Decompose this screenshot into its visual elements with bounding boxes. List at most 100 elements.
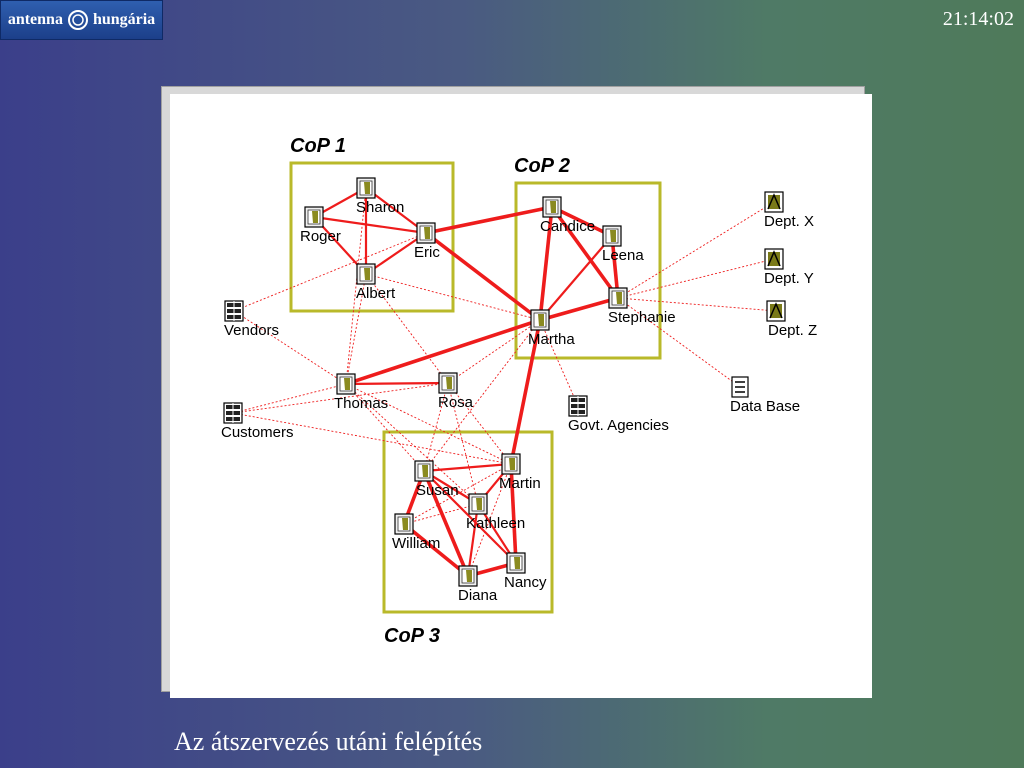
logo-swirl-icon [67, 10, 88, 30]
person-icon [416, 222, 436, 244]
node-label-database: Data Base [730, 398, 800, 415]
link-susan-nancy [423, 470, 517, 564]
node-deptz[interactable]: Dept. Z [766, 300, 817, 339]
link-eric-martha [424, 231, 542, 322]
link-stephanie-depty [617, 258, 775, 299]
node-susan[interactable]: Susan [414, 460, 459, 499]
database-icon [731, 376, 749, 398]
node-martin[interactable]: Martin [499, 453, 541, 492]
link-thomas-kathleen [345, 383, 479, 505]
node-martha[interactable]: Martha [528, 309, 575, 348]
group-box-g1 [289, 161, 455, 313]
person-icon [468, 493, 488, 515]
person-icon [542, 196, 562, 218]
node-label-deptz: Dept. Z [768, 322, 817, 339]
link-thomas-albert [345, 273, 367, 385]
logo-text-left: antenna [7, 11, 63, 28]
group-label-g3: CoP 3 [384, 625, 440, 647]
node-depty[interactable]: Dept. Y [764, 248, 814, 287]
node-deptx[interactable]: Dept. X [764, 191, 814, 230]
node-vendors[interactable]: Vendors [224, 300, 279, 339]
link-stephanie-deptx [617, 201, 775, 299]
node-label-susan: Susan [416, 482, 459, 499]
node-label-sharon: Sharon [356, 199, 404, 216]
person-icon [438, 372, 458, 394]
link-thomas-martin [345, 383, 512, 465]
node-label-stephanie: Stephanie [608, 309, 676, 326]
link-kathleen-diana [466, 503, 480, 577]
node-label-deptx: Dept. X [764, 213, 814, 230]
link-stephanie-martha [539, 296, 619, 322]
link-rosa-martin [447, 382, 512, 465]
node-label-kathleen: Kathleen [466, 515, 525, 532]
node-diana[interactable]: Diana [458, 565, 498, 604]
person-icon [414, 460, 434, 482]
group-box-g2 [514, 181, 662, 360]
link-rosa-kathleen [447, 382, 479, 505]
link-albert-martha [365, 273, 541, 321]
node-label-diana: Diana [458, 587, 498, 604]
node-kathleen[interactable]: Kathleen [466, 493, 525, 532]
group-box-g3 [382, 430, 554, 614]
link-susan-diana [422, 470, 470, 577]
node-label-leena: Leena [602, 247, 644, 264]
link-thomas-susan [345, 383, 425, 472]
node-label-customers: Customers [221, 424, 294, 441]
node-candice[interactable]: Candice [540, 196, 595, 235]
building-icon [568, 395, 588, 417]
person-icon [458, 565, 478, 587]
link-martin-william [403, 463, 512, 525]
link-susan-martin [423, 462, 512, 473]
link-vendors-eric [233, 232, 427, 312]
link-candice-leena [551, 205, 613, 238]
node-label-albert: Albert [356, 285, 396, 302]
node-william[interactable]: William [392, 513, 440, 552]
node-leena[interactable]: Leena [602, 225, 644, 264]
building-icon [223, 402, 243, 424]
link-roger-eric [313, 215, 427, 235]
link-martin-nancy [509, 463, 518, 564]
link-martha-martin [509, 319, 542, 465]
node-rosa[interactable]: Rosa [438, 372, 474, 411]
person-icon [501, 453, 521, 475]
node-eric[interactable]: Eric [414, 222, 440, 261]
department-icon [764, 248, 784, 270]
node-nancy[interactable]: Nancy [504, 552, 547, 591]
link-leena-martha [539, 235, 613, 321]
department-icon [766, 300, 786, 322]
node-label-martha: Martha [528, 331, 575, 348]
node-customers[interactable]: Customers [221, 402, 294, 441]
node-database[interactable]: Data Base [730, 376, 800, 415]
person-icon [608, 287, 628, 309]
building-icon [224, 300, 244, 322]
node-label-rosa: Rosa [438, 394, 474, 411]
node-thomas[interactable]: Thomas [334, 373, 388, 412]
node-govt[interactable]: Govt. Agencies [568, 395, 669, 434]
link-stephanie-deptz [617, 297, 777, 312]
link-rosa-albert [365, 273, 449, 384]
link-candice-stephanie [550, 205, 620, 300]
link-rosa-susan [423, 382, 449, 472]
node-label-martin: Martin [499, 475, 541, 492]
link-martha-thomas [345, 318, 541, 386]
antenna-hungaria-logo: antenna hungária [0, 0, 163, 40]
group-label-g1: CoP 1 [290, 135, 346, 157]
link-william-diana [402, 522, 470, 578]
link-customers-rosa [232, 382, 449, 414]
link-customers-thomas [232, 383, 347, 414]
link-thomas-rosa [345, 381, 449, 386]
person-icon [304, 206, 324, 228]
node-albert[interactable]: Albert [356, 263, 396, 302]
node-roger[interactable]: Roger [300, 206, 341, 245]
person-icon [394, 513, 414, 535]
link-eric-candice [425, 205, 553, 235]
node-stephanie[interactable]: Stephanie [608, 287, 676, 326]
person-icon [356, 263, 376, 285]
link-customers-martin [232, 412, 512, 465]
node-label-vendors: Vendors [224, 322, 279, 339]
person-icon [602, 225, 622, 247]
group-label-g2: CoP 2 [514, 155, 570, 177]
node-sharon[interactable]: Sharon [356, 177, 404, 216]
link-kathleen-william [403, 503, 479, 525]
